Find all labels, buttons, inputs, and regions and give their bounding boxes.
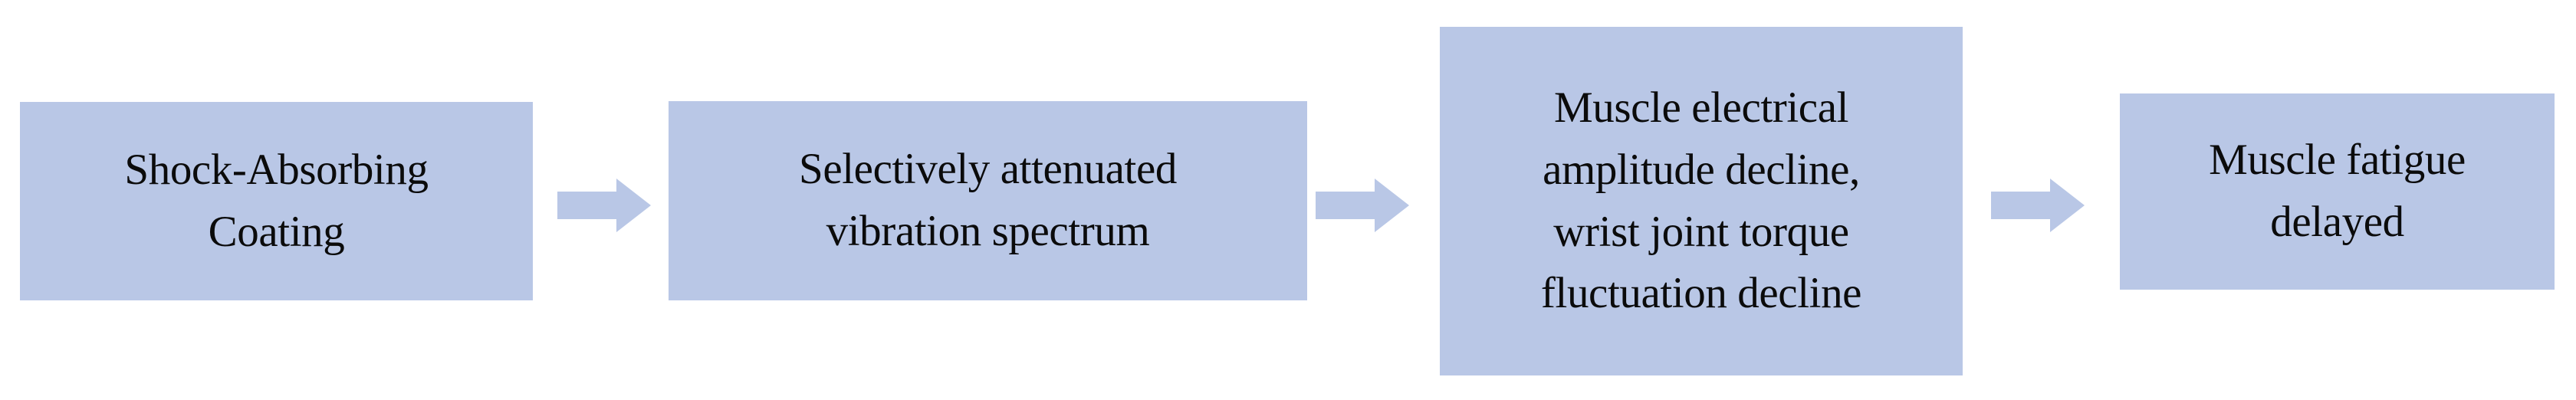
flow-node-selectively-attenuated-vibration-spectrum: Selectively attenuated vibration spectru…	[669, 101, 1307, 300]
flow-node-muscle-fatigue-delayed: Muscle fatigue delayed	[2120, 93, 2555, 290]
arrow-right-icon	[1991, 179, 2085, 232]
flow-node-muscle-electrical-amplitude-decline: Muscle electrical amplitude decline, wri…	[1440, 27, 1963, 375]
flow-node-label-line: Muscle fatigue	[2209, 136, 2466, 185]
flow-node-label-line: Shock-Absorbing	[124, 145, 429, 194]
arrow-right-icon	[557, 179, 651, 232]
flow-node-label-line: Coating	[208, 207, 345, 256]
flow-node-shock-absorbing-coating: Shock-Absorbing Coating	[20, 102, 533, 300]
flow-node-label-line: Muscle electrical	[1553, 83, 1849, 132]
flow-node-label-line: delayed	[2270, 198, 2404, 246]
flow-node-label-line: fluctuation decline	[1540, 269, 1862, 318]
arrow-right-icon	[1316, 179, 1409, 232]
flow-node-label-line: wrist joint torque	[1553, 207, 1849, 256]
flow-node-label-line: amplitude decline,	[1543, 145, 1860, 194]
flow-node-label-line: Selectively attenuated	[799, 145, 1177, 194]
flow-node-label-line: vibration spectrum	[826, 207, 1150, 255]
